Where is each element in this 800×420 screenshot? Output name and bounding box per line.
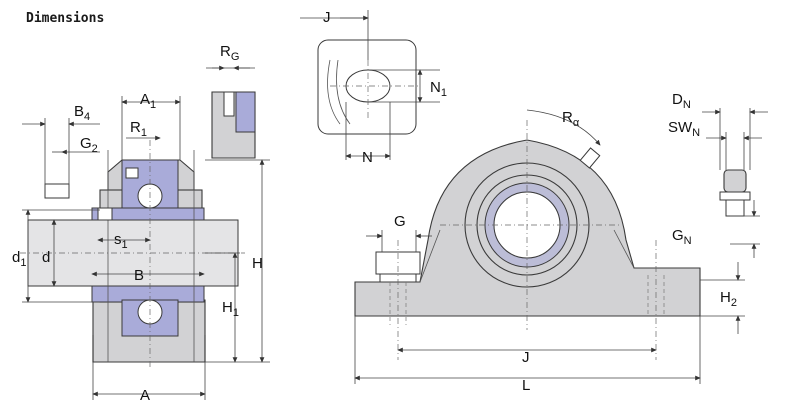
label-ra: Rα: [562, 109, 580, 129]
dimension-labels: J N1 N RG A1 B4 R1 G2 s1 d1 d B H H1 A R…: [12, 9, 737, 404]
label-d: d: [42, 249, 50, 266]
label-n1: N1: [430, 79, 447, 99]
label-b: B: [134, 267, 144, 284]
label-j: J: [522, 349, 530, 366]
label-swn: SWN: [668, 119, 700, 139]
label-h: H: [252, 255, 263, 272]
label-g2: G2: [80, 135, 98, 155]
label-s1: s1: [114, 231, 128, 251]
side-section-view: [20, 96, 270, 400]
slot-detail-view: [300, 10, 440, 160]
label-h1: H1: [222, 299, 239, 319]
drawing-title: Dimensions: [26, 11, 105, 26]
label-d1: d1: [12, 249, 26, 269]
grease-nipple-detail: [702, 108, 768, 258]
label-a: A: [140, 387, 150, 404]
label-b4: B4: [74, 103, 90, 123]
label-h2: H2: [720, 289, 737, 309]
label-dn: DN: [672, 91, 691, 111]
label-j-top: J: [323, 9, 331, 26]
label-a1: A1: [140, 91, 156, 111]
rg-detail: [206, 65, 256, 159]
label-l: L: [522, 377, 530, 394]
label-n: N: [362, 149, 373, 166]
front-view: [354, 109, 745, 384]
label-rg: RG: [220, 43, 239, 63]
label-gn: GN: [672, 227, 692, 247]
label-g: G: [394, 213, 406, 230]
label-r1: R1: [130, 119, 147, 139]
